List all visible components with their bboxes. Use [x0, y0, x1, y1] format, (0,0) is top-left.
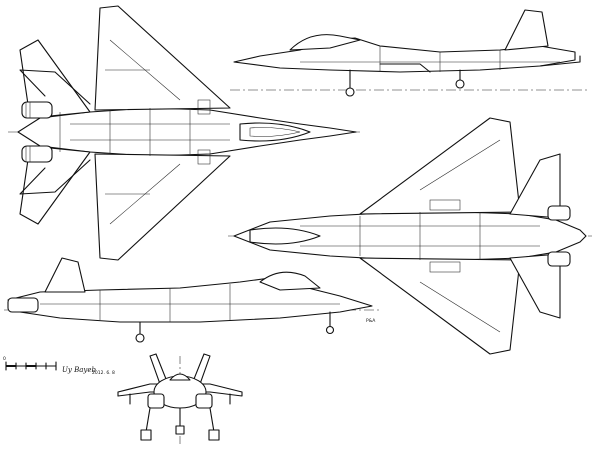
scale-zero-label: 0 [3, 356, 6, 362]
side-view-upper [230, 9, 590, 97]
front-view [117, 353, 243, 446]
drawing-date: 2012. 6. 8 [92, 370, 115, 376]
scale-bar: 0 [3, 356, 57, 371]
artist-signature: Uy Bayeb [62, 366, 96, 374]
plan-view-top [8, 5, 360, 261]
drawing-note: P&A [366, 318, 376, 324]
side-view-lower: P&A [4, 257, 380, 343]
plan-view-bottom [228, 117, 592, 355]
